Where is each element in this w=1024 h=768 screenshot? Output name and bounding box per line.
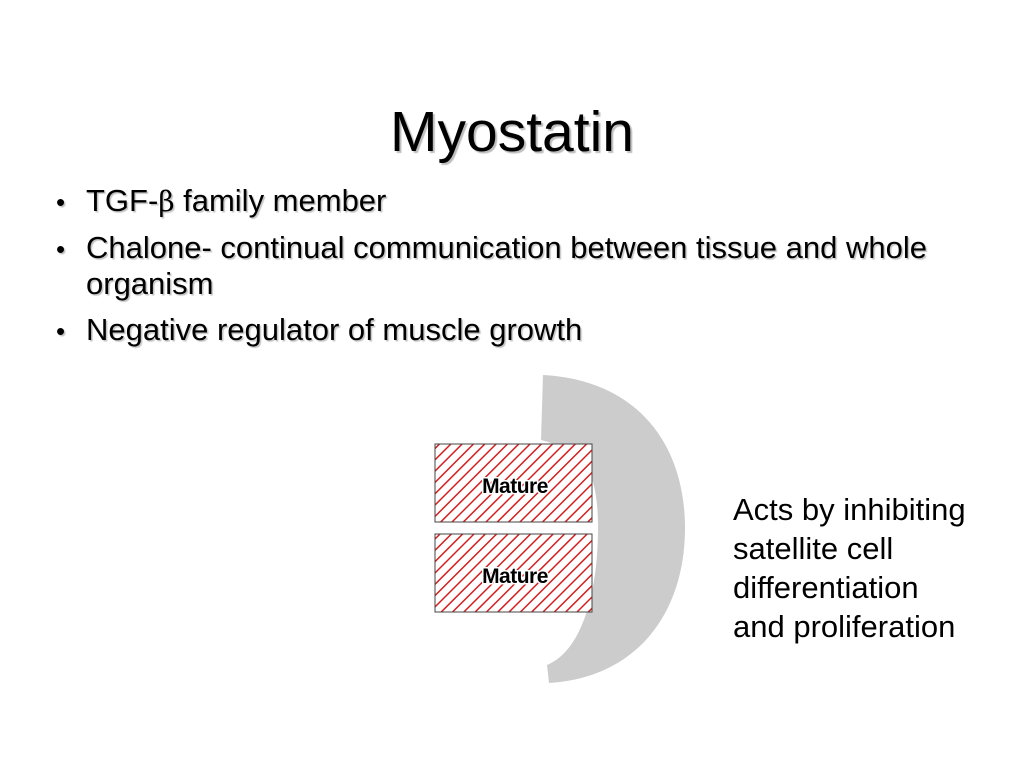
inhibitor-arc-shape [541,375,685,683]
bullet-item-tgf-beta: • TGF-β family member [56,183,956,220]
mature-cell-top [434,443,593,523]
annotation-line: and proliferation [733,609,956,644]
slide-title: Myostatin [390,100,634,164]
mature-cell-label-top: Mature [482,475,548,498]
annotation-line: Acts by inhibiting [733,492,966,527]
bullet-marker: • [56,234,66,264]
bullet-item-negative-regulator: • Negative regulator of muscle growth [56,312,956,348]
annotation-text: Acts by inhibiting satellite cell differ… [733,490,1013,646]
annotation-line: differentiation [733,570,919,605]
bullet-item-chalone: • Chalone- continual communication betwe… [56,230,956,302]
bullet-marker: • [56,316,66,346]
bullet-text: Negative regulator of muscle growth [86,312,583,347]
bullet-text-prefix: TGF- [86,183,159,218]
mature-cell-bottom [434,533,593,613]
annotation-line: satellite cell [733,531,894,566]
bullet-list: • TGF-β family member • Chalone- continu… [56,183,956,358]
beta-symbol: β [158,185,175,218]
bullet-marker: • [56,187,66,217]
mature-cell-label-bottom: Mature [482,565,548,588]
bullet-text-suffix: family member [174,183,387,218]
bullet-text: Chalone- continual communication between… [86,230,927,301]
